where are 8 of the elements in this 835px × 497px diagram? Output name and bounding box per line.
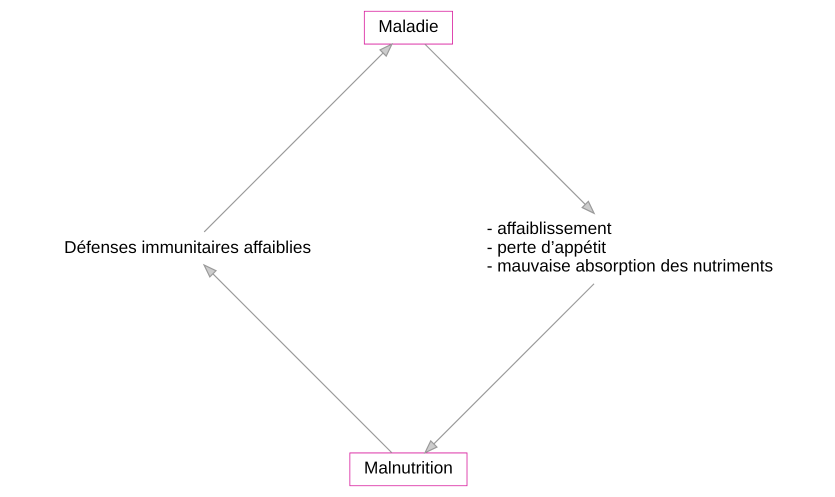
node-box: Maladie bbox=[363, 10, 452, 44]
arrow bbox=[203, 42, 393, 232]
arrow bbox=[202, 264, 392, 454]
arrow bbox=[423, 283, 594, 454]
node-text: Défenses immunitaires affaiblies bbox=[64, 236, 311, 257]
node-text: - affaiblissement - perte d’appétit - mauvaise absorption des nutriments bbox=[486, 218, 773, 276]
node-box: Malnutrition bbox=[348, 452, 467, 486]
arrow bbox=[424, 44, 595, 215]
